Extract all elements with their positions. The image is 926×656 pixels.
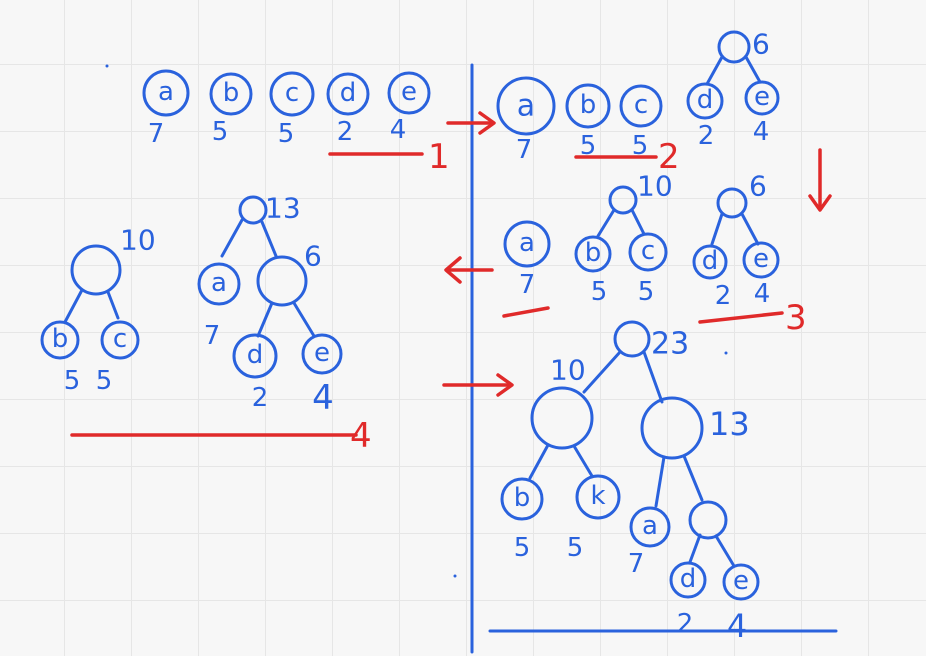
- step2-a-underline: [502, 306, 550, 318]
- step-number-4: 4: [350, 416, 372, 456]
- node-weight: 2: [252, 383, 269, 413]
- tree-total: 10: [120, 224, 156, 257]
- node-c: c 5: [619, 84, 663, 161]
- tree-bc-step3: 10 b 5 c 5: [40, 224, 156, 396]
- node-weight: 4: [754, 279, 771, 309]
- tree-bc-step2: 10 b 5 c 5: [574, 170, 673, 307]
- node-letter: c: [113, 324, 127, 354]
- node-weight: 7: [516, 135, 533, 165]
- node-weight: 4: [312, 378, 334, 418]
- node-letter: e: [401, 77, 417, 107]
- node-letter: a: [517, 89, 535, 124]
- node-letter: b: [52, 324, 69, 354]
- final-tree: 23 10 13 b 5 k 5 a 7 d 2 e 4: [500, 320, 760, 645]
- node-letter: e: [753, 244, 769, 274]
- node-weight: 4: [727, 607, 747, 645]
- step0-nodes: a 7 b 5 c 5 d 2 e 4: [142, 69, 431, 149]
- node-weight: 4: [753, 117, 770, 147]
- subtree-total: 6: [304, 240, 322, 273]
- arrow-down: [808, 148, 832, 212]
- step2-nodes: a 7 10 b 5 c 5 6 d 2 e 4: [503, 170, 780, 311]
- node-weight: 5: [278, 119, 295, 149]
- node-a: a 7: [142, 69, 190, 149]
- node-weight: 5: [212, 117, 229, 147]
- node-weight: 5: [64, 366, 81, 396]
- stray-dot: [724, 351, 728, 355]
- node-weight: 5: [591, 277, 608, 307]
- tree-de-step1: 6 d 2 e 4: [686, 28, 780, 151]
- tree-total: 6: [752, 28, 770, 61]
- node-weight: 5: [567, 533, 584, 563]
- node-weight: 4: [390, 115, 407, 145]
- node-letter: a: [211, 268, 227, 298]
- node-letter: b: [514, 483, 531, 513]
- node-letter: d: [702, 246, 719, 276]
- tree-total: 6: [749, 170, 767, 203]
- step3-trees: 10 b 5 c 5 13 a 7 6 d 2 e 4: [40, 192, 343, 418]
- node-letter: d: [340, 78, 357, 108]
- node-weight: 5: [638, 277, 655, 307]
- node-letter: c: [641, 236, 655, 266]
- right-total: 13: [709, 405, 750, 443]
- node-weight: 5: [514, 533, 531, 563]
- step1-nodes: a 7 b 5 c 5: [496, 76, 663, 165]
- arrow-right-1: [446, 111, 496, 135]
- stray-dot: [453, 574, 457, 578]
- stray-dot: [105, 64, 109, 68]
- node-a: a 7: [503, 220, 551, 300]
- node-letter: c: [285, 78, 299, 108]
- node-letter: b: [223, 78, 240, 108]
- arrow-right-2: [442, 373, 514, 397]
- node-letter: d: [697, 85, 714, 115]
- node-letter: k: [590, 481, 605, 511]
- node-weight: 5: [632, 131, 649, 161]
- node-weight: 7: [628, 549, 645, 579]
- node-e: e 4: [387, 71, 431, 145]
- arrow-left: [444, 256, 494, 284]
- node-weight: 5: [580, 131, 597, 161]
- step3-underline: [698, 311, 784, 324]
- step-number-2: 2: [658, 137, 680, 177]
- tree-total: 10: [637, 170, 673, 203]
- left-total: 10: [550, 354, 586, 387]
- node-letter: e: [733, 566, 749, 596]
- tree-total: 13: [265, 192, 301, 225]
- node-weight: 2: [698, 121, 715, 151]
- node-letter: c: [634, 90, 648, 120]
- node-b: b 5: [209, 72, 253, 147]
- node-d: d 2: [326, 72, 370, 147]
- node-letter: d: [247, 340, 264, 370]
- tree-de-step2: 6 d 2 e 4: [692, 170, 780, 311]
- node-letter: d: [680, 564, 697, 594]
- node-weight: 7: [204, 321, 221, 351]
- node-weight: 2: [337, 117, 354, 147]
- node-c: c 5: [269, 71, 315, 149]
- node-weight: 7: [519, 270, 536, 300]
- node-b: b 5: [565, 83, 611, 161]
- node-letter: b: [580, 90, 597, 120]
- node-letter: a: [519, 228, 535, 258]
- node-letter: e: [314, 338, 330, 368]
- node-weight: 5: [96, 366, 113, 396]
- node-a: a 7: [496, 76, 556, 165]
- root-total: 23: [651, 327, 689, 362]
- node-letter: a: [642, 511, 658, 541]
- node-letter: a: [158, 77, 174, 107]
- tree-ade-step3: 13 a 7 6 d 2 e 4: [197, 192, 343, 418]
- node-letter: e: [754, 82, 770, 112]
- node-weight: 7: [148, 119, 165, 149]
- step-number-3: 3: [785, 298, 807, 338]
- node-weight: 2: [677, 609, 694, 639]
- node-letter: b: [585, 238, 602, 268]
- node-weight: 2: [715, 281, 732, 311]
- step-number-1: 1: [428, 137, 450, 177]
